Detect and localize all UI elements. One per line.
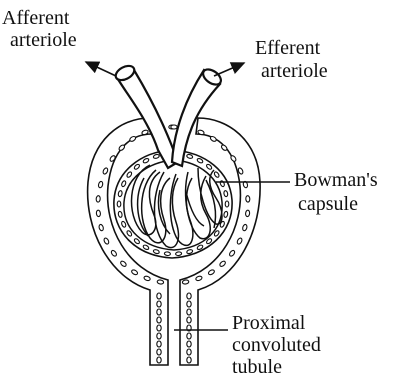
epithelial-cell bbox=[117, 201, 121, 207]
epithelial-cell bbox=[157, 333, 161, 339]
epithelial-cell bbox=[225, 201, 229, 207]
bowman-label-line1: Bowman's bbox=[294, 169, 378, 191]
epithelial-cell bbox=[157, 293, 161, 299]
epithelial-cell bbox=[157, 309, 161, 315]
afferent-arrow bbox=[86, 62, 116, 76]
epithelial-cell bbox=[245, 210, 250, 217]
epithelial-cell bbox=[164, 252, 170, 256]
epithelial-cell bbox=[187, 349, 191, 355]
epithelial-cell bbox=[187, 293, 191, 299]
epithelial-cell bbox=[187, 309, 191, 315]
epithelial-cell bbox=[175, 252, 181, 256]
epithelial-cell bbox=[187, 357, 191, 363]
epithelial-cell bbox=[246, 196, 250, 203]
efferent-arteriole bbox=[172, 66, 224, 166]
epithelial-cell bbox=[157, 341, 161, 347]
epithelial-cell bbox=[187, 301, 191, 307]
afferent-label-line1: Afferent bbox=[2, 7, 70, 29]
epithelial-cell bbox=[187, 341, 191, 347]
epithelial-cell bbox=[157, 325, 161, 331]
epithelial-cell bbox=[171, 125, 177, 129]
epithelial-cell bbox=[182, 280, 189, 285]
epithelial-cell bbox=[157, 357, 161, 363]
efferent-label-line1: Efferent bbox=[255, 37, 321, 59]
epithelial-cell bbox=[187, 333, 191, 339]
epithelial-cell bbox=[96, 196, 101, 203]
afferent-arteriole bbox=[113, 63, 178, 168]
bowman-label-line2: capsule bbox=[298, 193, 358, 215]
proximal-label-line3: tubule bbox=[232, 356, 282, 378]
epithelial-cell bbox=[157, 317, 161, 323]
efferent-label-line2: arteriole bbox=[261, 60, 328, 82]
epithelial-cell bbox=[157, 349, 161, 355]
epithelial-cell bbox=[96, 210, 101, 217]
epithelial-cell bbox=[157, 301, 161, 307]
epithelial-cell bbox=[187, 317, 191, 323]
afferent-label-line2: arteriole bbox=[10, 29, 77, 51]
proximal-label-line2: convoluted bbox=[232, 334, 321, 356]
proximal-label-line1: Proximal bbox=[232, 312, 306, 334]
epithelial-cell bbox=[157, 280, 164, 285]
efferent-arrow bbox=[214, 63, 244, 76]
